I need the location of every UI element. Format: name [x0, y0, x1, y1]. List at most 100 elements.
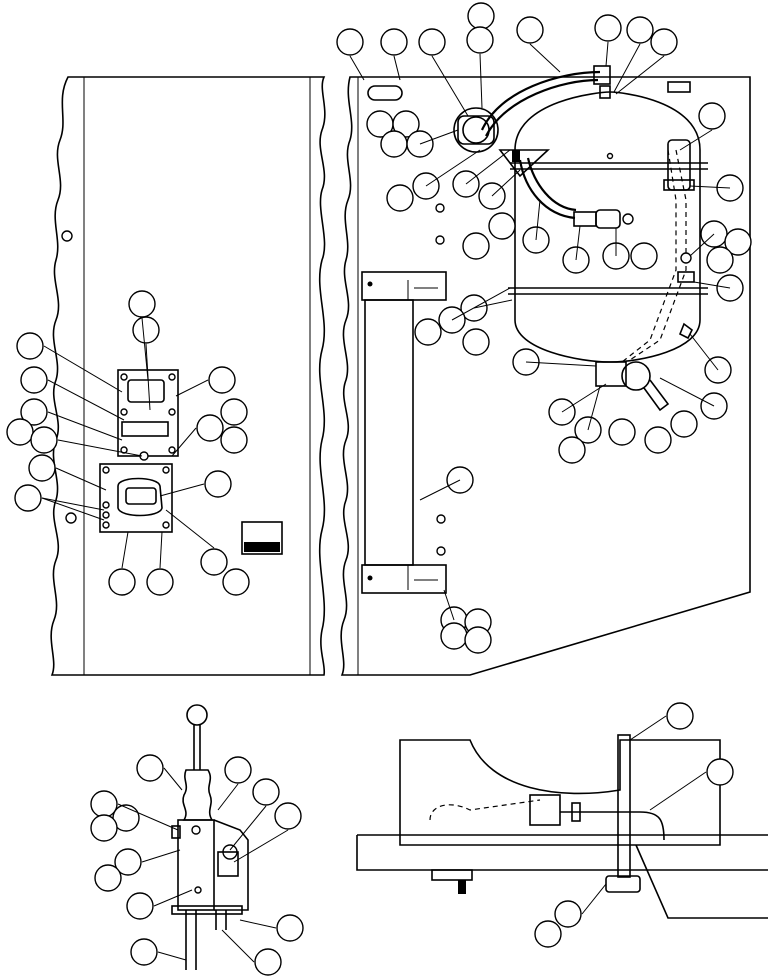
- left-panel-view: [50, 76, 326, 676]
- leader-line: [689, 233, 715, 257]
- leader-line: [141, 849, 181, 863]
- lever-pivot-icon: [191, 825, 201, 835]
- valve-body-lower: [121, 421, 169, 437]
- callout-bubble: [670, 410, 698, 438]
- junction-box-base: [244, 542, 280, 552]
- callout-bubble: [440, 622, 468, 650]
- callout-bubble: [14, 484, 42, 512]
- valve-body-upper: [127, 379, 165, 403]
- callout-bubble: [666, 702, 694, 730]
- callout-bubble: [626, 16, 654, 44]
- callout-bubble: [630, 242, 658, 270]
- fitting-body: [677, 271, 695, 283]
- leader-line: [117, 803, 179, 831]
- callout-bubble: [488, 212, 516, 240]
- drain-valve-bowl: [621, 361, 651, 391]
- pipe-coupling: [605, 875, 641, 893]
- leader-line: [529, 43, 561, 73]
- leader-line: [575, 225, 581, 261]
- screw-icon: [102, 521, 110, 529]
- callout-bubble: [126, 892, 154, 920]
- leader-line: [217, 783, 239, 811]
- rivet-icon: [367, 575, 373, 581]
- leader-line: [171, 427, 197, 457]
- leader-line: [525, 361, 597, 367]
- screw-icon: [168, 408, 176, 416]
- leader-line: [613, 43, 641, 93]
- inline-filter: [573, 211, 597, 227]
- leader-line: [479, 53, 483, 109]
- leader-line: [239, 919, 277, 929]
- callout-bubble: [462, 232, 490, 260]
- leader-line: [693, 281, 731, 289]
- rail-bracket-top: [361, 271, 447, 301]
- leader-line: [57, 439, 143, 457]
- callout-bubble: [108, 568, 136, 596]
- lever-boot: [182, 769, 214, 821]
- leader-line: [159, 483, 205, 497]
- callout-bubble: [414, 318, 442, 346]
- small-junction-box: [241, 521, 283, 555]
- lever-port: [171, 825, 181, 839]
- leader-line: [221, 929, 255, 963]
- callout-bubble: [386, 184, 414, 212]
- tank-port-icon: [606, 152, 614, 160]
- hose-fitting: [593, 65, 611, 85]
- lever-knob: [186, 704, 208, 726]
- callout-bubble: [724, 228, 752, 256]
- leader-line: [443, 589, 455, 621]
- callout-bubble: [554, 900, 582, 928]
- screw-icon: [168, 446, 176, 454]
- callout-bubble: [224, 756, 252, 784]
- callout-bubble: [467, 2, 495, 30]
- leader-line: [629, 715, 667, 741]
- callout-bubble: [132, 316, 160, 344]
- screw-icon: [120, 373, 128, 381]
- pressure-switch: [667, 139, 691, 191]
- rivet-icon: [367, 281, 373, 287]
- lever-fitting: [217, 851, 239, 877]
- pressure-switch-base: [663, 179, 695, 191]
- rail-bracket-bottom: [361, 564, 447, 594]
- leader-line: [121, 531, 129, 569]
- callout-bubble: [222, 568, 250, 596]
- panel-slot: [367, 85, 403, 101]
- callout-bubbles: [6, 2, 752, 976]
- leader-line: [47, 411, 123, 441]
- hose-elbow: [599, 85, 611, 99]
- leader-line: [561, 383, 607, 413]
- callout-bubble: [136, 754, 164, 782]
- callout-bubble: [128, 290, 156, 318]
- leader-lines: [41, 41, 731, 963]
- callout-bubble: [698, 102, 726, 130]
- leader-line: [465, 149, 511, 185]
- valve-solenoid: [117, 477, 163, 517]
- callout-bubble: [114, 848, 142, 876]
- callout-bubble: [252, 778, 280, 806]
- lever-base-plate: [171, 905, 243, 915]
- callout-bubble: [28, 454, 56, 482]
- air-hose-lower: [518, 159, 576, 220]
- governor-inner: [462, 116, 490, 144]
- screw-icon: [162, 521, 170, 529]
- callout-bubble: [220, 398, 248, 426]
- leader-line: [679, 129, 713, 151]
- lever-valve-side: [213, 819, 249, 911]
- bolt-icon: [435, 203, 445, 213]
- leader-line: [431, 55, 469, 117]
- drain-line-hidden-2: [621, 149, 677, 363]
- leader-line: [419, 129, 459, 145]
- leader-line: [43, 345, 123, 393]
- leader-line: [55, 467, 107, 491]
- leader-line: [141, 317, 149, 381]
- leader-line: [587, 385, 601, 431]
- mount-casting: [399, 739, 721, 846]
- frame-bolt: [458, 880, 466, 894]
- callout-bubble: [534, 920, 562, 948]
- leader-line: [159, 531, 163, 569]
- vertical-pipe: [617, 734, 631, 878]
- frame-flange: [635, 844, 768, 919]
- lower-valve-plate: [99, 463, 173, 533]
- callout-bubble: [220, 426, 248, 454]
- leader-line: [605, 41, 609, 67]
